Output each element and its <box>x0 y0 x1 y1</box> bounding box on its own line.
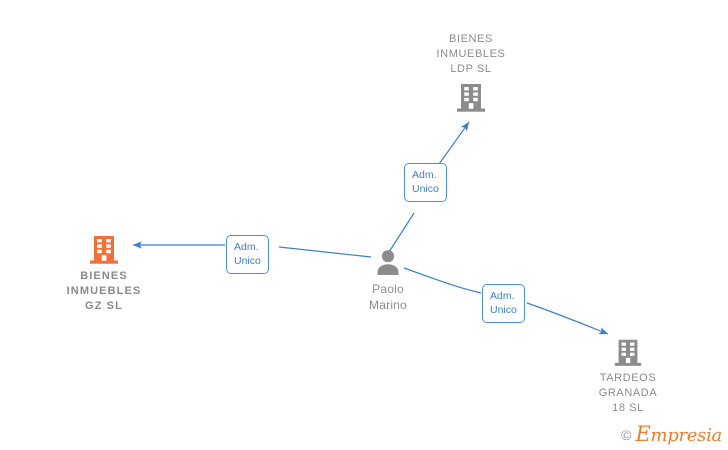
node-bienes-inmuebles-gz-sl[interactable]: BIENES INMUEBLES GZ SL <box>29 232 179 314</box>
node-tardeos-granada-18-sl[interactable]: TARDEOS GRANADA 18 SL <box>553 336 703 416</box>
edge-marino-to-gz <box>132 241 372 258</box>
node-label: BIENES INMUEBLES GZ SL <box>66 270 142 312</box>
person-icon <box>313 248 463 278</box>
empresia-watermark: © Empresia <box>621 422 723 446</box>
node-label: TARDEOS GRANADA 18 SL <box>598 372 658 414</box>
copyright-icon: © <box>621 427 632 443</box>
node-bienes-inmuebles-ldp-sl[interactable]: BIENES INMUEBLES LDP SL <box>396 32 546 114</box>
node-label: Paolo Marino <box>369 282 407 312</box>
node-paolo-marino[interactable]: Paolo Marino <box>313 248 463 313</box>
empresia-logo: Empresia <box>635 422 723 446</box>
edge-label-marino-to-gz[interactable]: Adm. Unico <box>226 235 269 274</box>
empresia-logo-text: mpresia <box>650 425 723 446</box>
building-icon <box>396 80 546 114</box>
node-label: BIENES INMUEBLES LDP SL <box>436 33 506 75</box>
building-icon <box>29 232 179 266</box>
empresia-logo-initial: E <box>635 422 651 446</box>
edge-label-marino-to-ldp[interactable]: Adm. Unico <box>404 163 447 202</box>
edge-label-marino-to-tardeos[interactable]: Adm. Unico <box>482 284 525 323</box>
edge-marino-to-tardeos <box>403 267 609 335</box>
building-icon <box>553 336 703 368</box>
edge-marino-to-ldp <box>388 121 470 253</box>
